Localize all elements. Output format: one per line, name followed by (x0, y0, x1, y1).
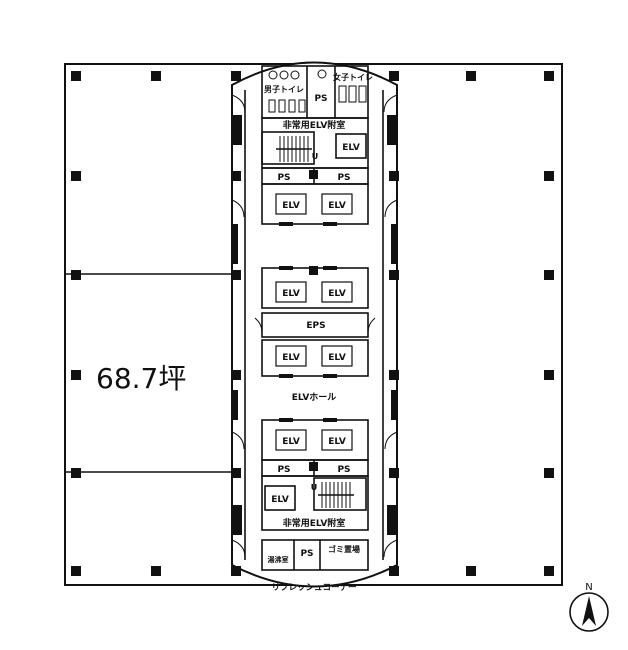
elv-row2-left-label: ELV (282, 289, 300, 299)
elv-row4-right-label: ELV (328, 437, 346, 447)
elv-row3-right-label: ELV (328, 353, 346, 363)
elv-small-top-label: ELV (342, 143, 360, 153)
elv-hall-label: ELVホール (292, 392, 337, 403)
womens-toilet-label: 女子トイレ (333, 72, 373, 82)
stair-up-top-label: U (312, 152, 319, 161)
door-swings (231, 94, 398, 558)
elv-row1-left-label: ELV (282, 201, 300, 211)
cleaning-room-label: 湯沸室 (268, 555, 289, 564)
elv-row2-right-label: ELV (328, 289, 346, 299)
ps-right-lower-label: PS (337, 465, 350, 475)
ps-left-upper-label: PS (277, 173, 290, 183)
ps-bottom-label: PS (300, 549, 313, 559)
stair-top (276, 136, 312, 162)
elv-small-bottom-label: ELV (271, 495, 289, 505)
emergency-elv-top-label: 非常用ELV附室 (283, 119, 346, 131)
emergency-elv-bottom-label: 非常用ELV附室 (283, 517, 346, 529)
ps-top-label: PS (314, 94, 327, 104)
ps-left-lower-label: PS (277, 465, 290, 475)
elv-cars (275, 193, 353, 451)
north-compass: N (569, 582, 609, 632)
core-side-walls (232, 115, 397, 535)
area-label: 68.7坪 (96, 362, 186, 395)
elv-row1-right-label: ELV (328, 201, 346, 211)
elv-door-markers (279, 222, 337, 422)
toilet-fixtures (268, 69, 367, 113)
columns (71, 71, 554, 576)
core-walls (244, 65, 384, 571)
core-outline (231, 61, 398, 588)
ps-right-upper-label: PS (337, 173, 350, 183)
elv-row4-left-label: ELV (282, 437, 300, 447)
stair-up-bottom-label: U (311, 483, 318, 492)
stair-bottom (318, 482, 354, 508)
compass-label: N (585, 582, 592, 593)
mens-toilet-label: 男子トイレ (264, 85, 304, 94)
elv-row3-left-label: ELV (282, 353, 300, 363)
garbage-room-label: ゴミ置場 (328, 544, 360, 554)
refresh-corner-label: リフレッシュコーナー (271, 583, 356, 593)
eps-label: EPS (306, 321, 325, 331)
